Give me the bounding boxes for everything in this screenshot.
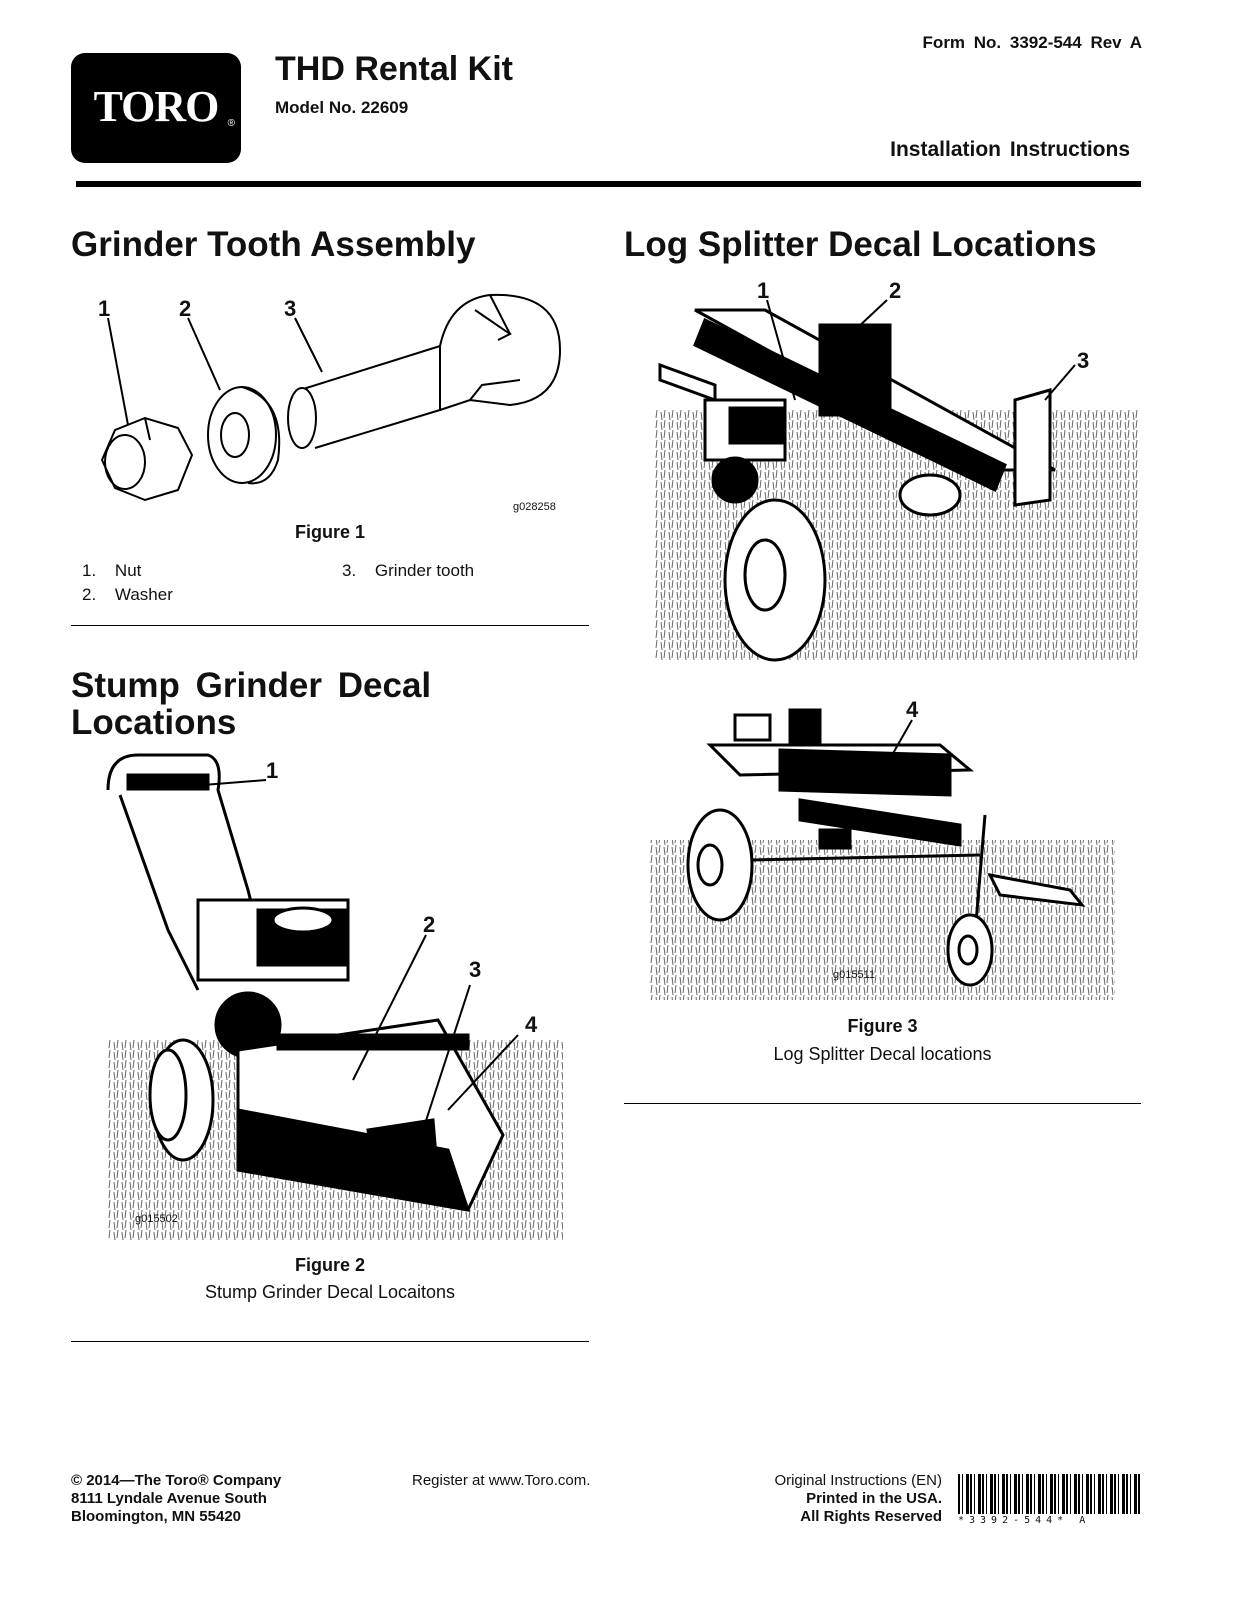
fig2-image-code: g015502 [135, 1213, 178, 1225]
register-text: Register at www.Toro.com. [412, 1472, 591, 1489]
kit-title: THD Rental Kit [275, 50, 513, 88]
section-divider [71, 625, 589, 626]
fig3-subtitle: Log Splitter Decal locations [773, 1044, 992, 1064]
fig3-callout-2: 2 [889, 278, 902, 303]
barcode-bars [958, 1474, 1140, 1514]
fig2-callout-2: 2 [423, 912, 436, 937]
fig3-image-code: g015511 [833, 969, 876, 981]
fig1-legend-item: 3. Grinder tooth [342, 561, 474, 581]
log-splitter-bottom-illustration [650, 708, 1115, 1000]
fig1-legend-item: 1. Nut [82, 561, 141, 581]
fig3-caption: Figure 3 [847, 1016, 918, 1036]
fig3-callout-1: 1 [757, 278, 770, 303]
legend-text: Washer [114, 585, 173, 604]
legend-num: 3. [342, 561, 357, 580]
rights-reserved: All Rights Reserved [800, 1508, 942, 1525]
toro-logo: TORO ® [71, 53, 241, 163]
fig1-legend-item: 2. Washer [82, 585, 173, 605]
fig3-callout-3: 3 [1077, 348, 1090, 373]
fig3-callout-4: 4 [906, 697, 919, 722]
document-type: Installation Instructions [890, 138, 1130, 161]
barcode: *3392-544* A [958, 1474, 1140, 1526]
form-number: Form No. 3392-544 Rev A [922, 33, 1142, 52]
fig2-callout-4: 4 [525, 1012, 538, 1037]
fig2-callout-1: 1 [266, 758, 279, 783]
legend-text: Nut [114, 561, 142, 580]
address-line-1: 8111 Lyndale Avenue South [71, 1490, 267, 1507]
fig1-image-code: g028258 [513, 501, 556, 513]
header-rule [76, 181, 1141, 187]
log-splitter-heading: Log Splitter Decal Locations [624, 225, 1097, 264]
fig2-callout-3: 3 [469, 957, 482, 982]
legend-text: Grinder tooth [374, 561, 475, 580]
log-splitter-top-illustration [655, 299, 1140, 662]
fig2-caption: Figure 2 [294, 1255, 365, 1275]
original-instructions: Original Instructions (EN) [774, 1472, 942, 1489]
stump-grinder-illustration [106, 753, 563, 1240]
logo-registered-mark: ® [227, 118, 235, 129]
fig1-callout-2: 2 [179, 296, 192, 321]
barcode-text: *3392-544* A [958, 1515, 1091, 1526]
stump-grinder-heading-line1: Stump Grinder Decal [71, 666, 432, 705]
fig2-subtitle: Stump Grinder Decal Locaitons [204, 1282, 456, 1302]
footer-origin: Original Instructions (EN) Printed in th… [774, 1472, 942, 1526]
address-line-2: Bloomington, MN 55420 [71, 1508, 242, 1525]
fig1-callout-1: 1 [98, 296, 111, 321]
legend-num: 2. [82, 585, 97, 604]
stump-grinder-heading-line2: Locations [71, 703, 237, 742]
section-divider [71, 1341, 589, 1342]
footer-company: © 2014—The Toro® Company 8111 Lyndale Av… [71, 1472, 281, 1526]
printed-in: Printed in the USA. [806, 1490, 942, 1507]
fig1-caption: Figure 1 [294, 522, 365, 542]
fig1-callout-3: 3 [284, 296, 297, 321]
copyright: © 2014—The Toro® Company [71, 1472, 282, 1489]
section-divider [624, 1103, 1141, 1104]
grinder-tooth-illustration [100, 293, 562, 502]
legend-num: 1. [82, 561, 97, 580]
grinder-tooth-heading: Grinder Tooth Assembly [71, 225, 476, 264]
model-number: Model No. 22609 [275, 98, 409, 117]
logo-text: TORO [93, 82, 220, 131]
